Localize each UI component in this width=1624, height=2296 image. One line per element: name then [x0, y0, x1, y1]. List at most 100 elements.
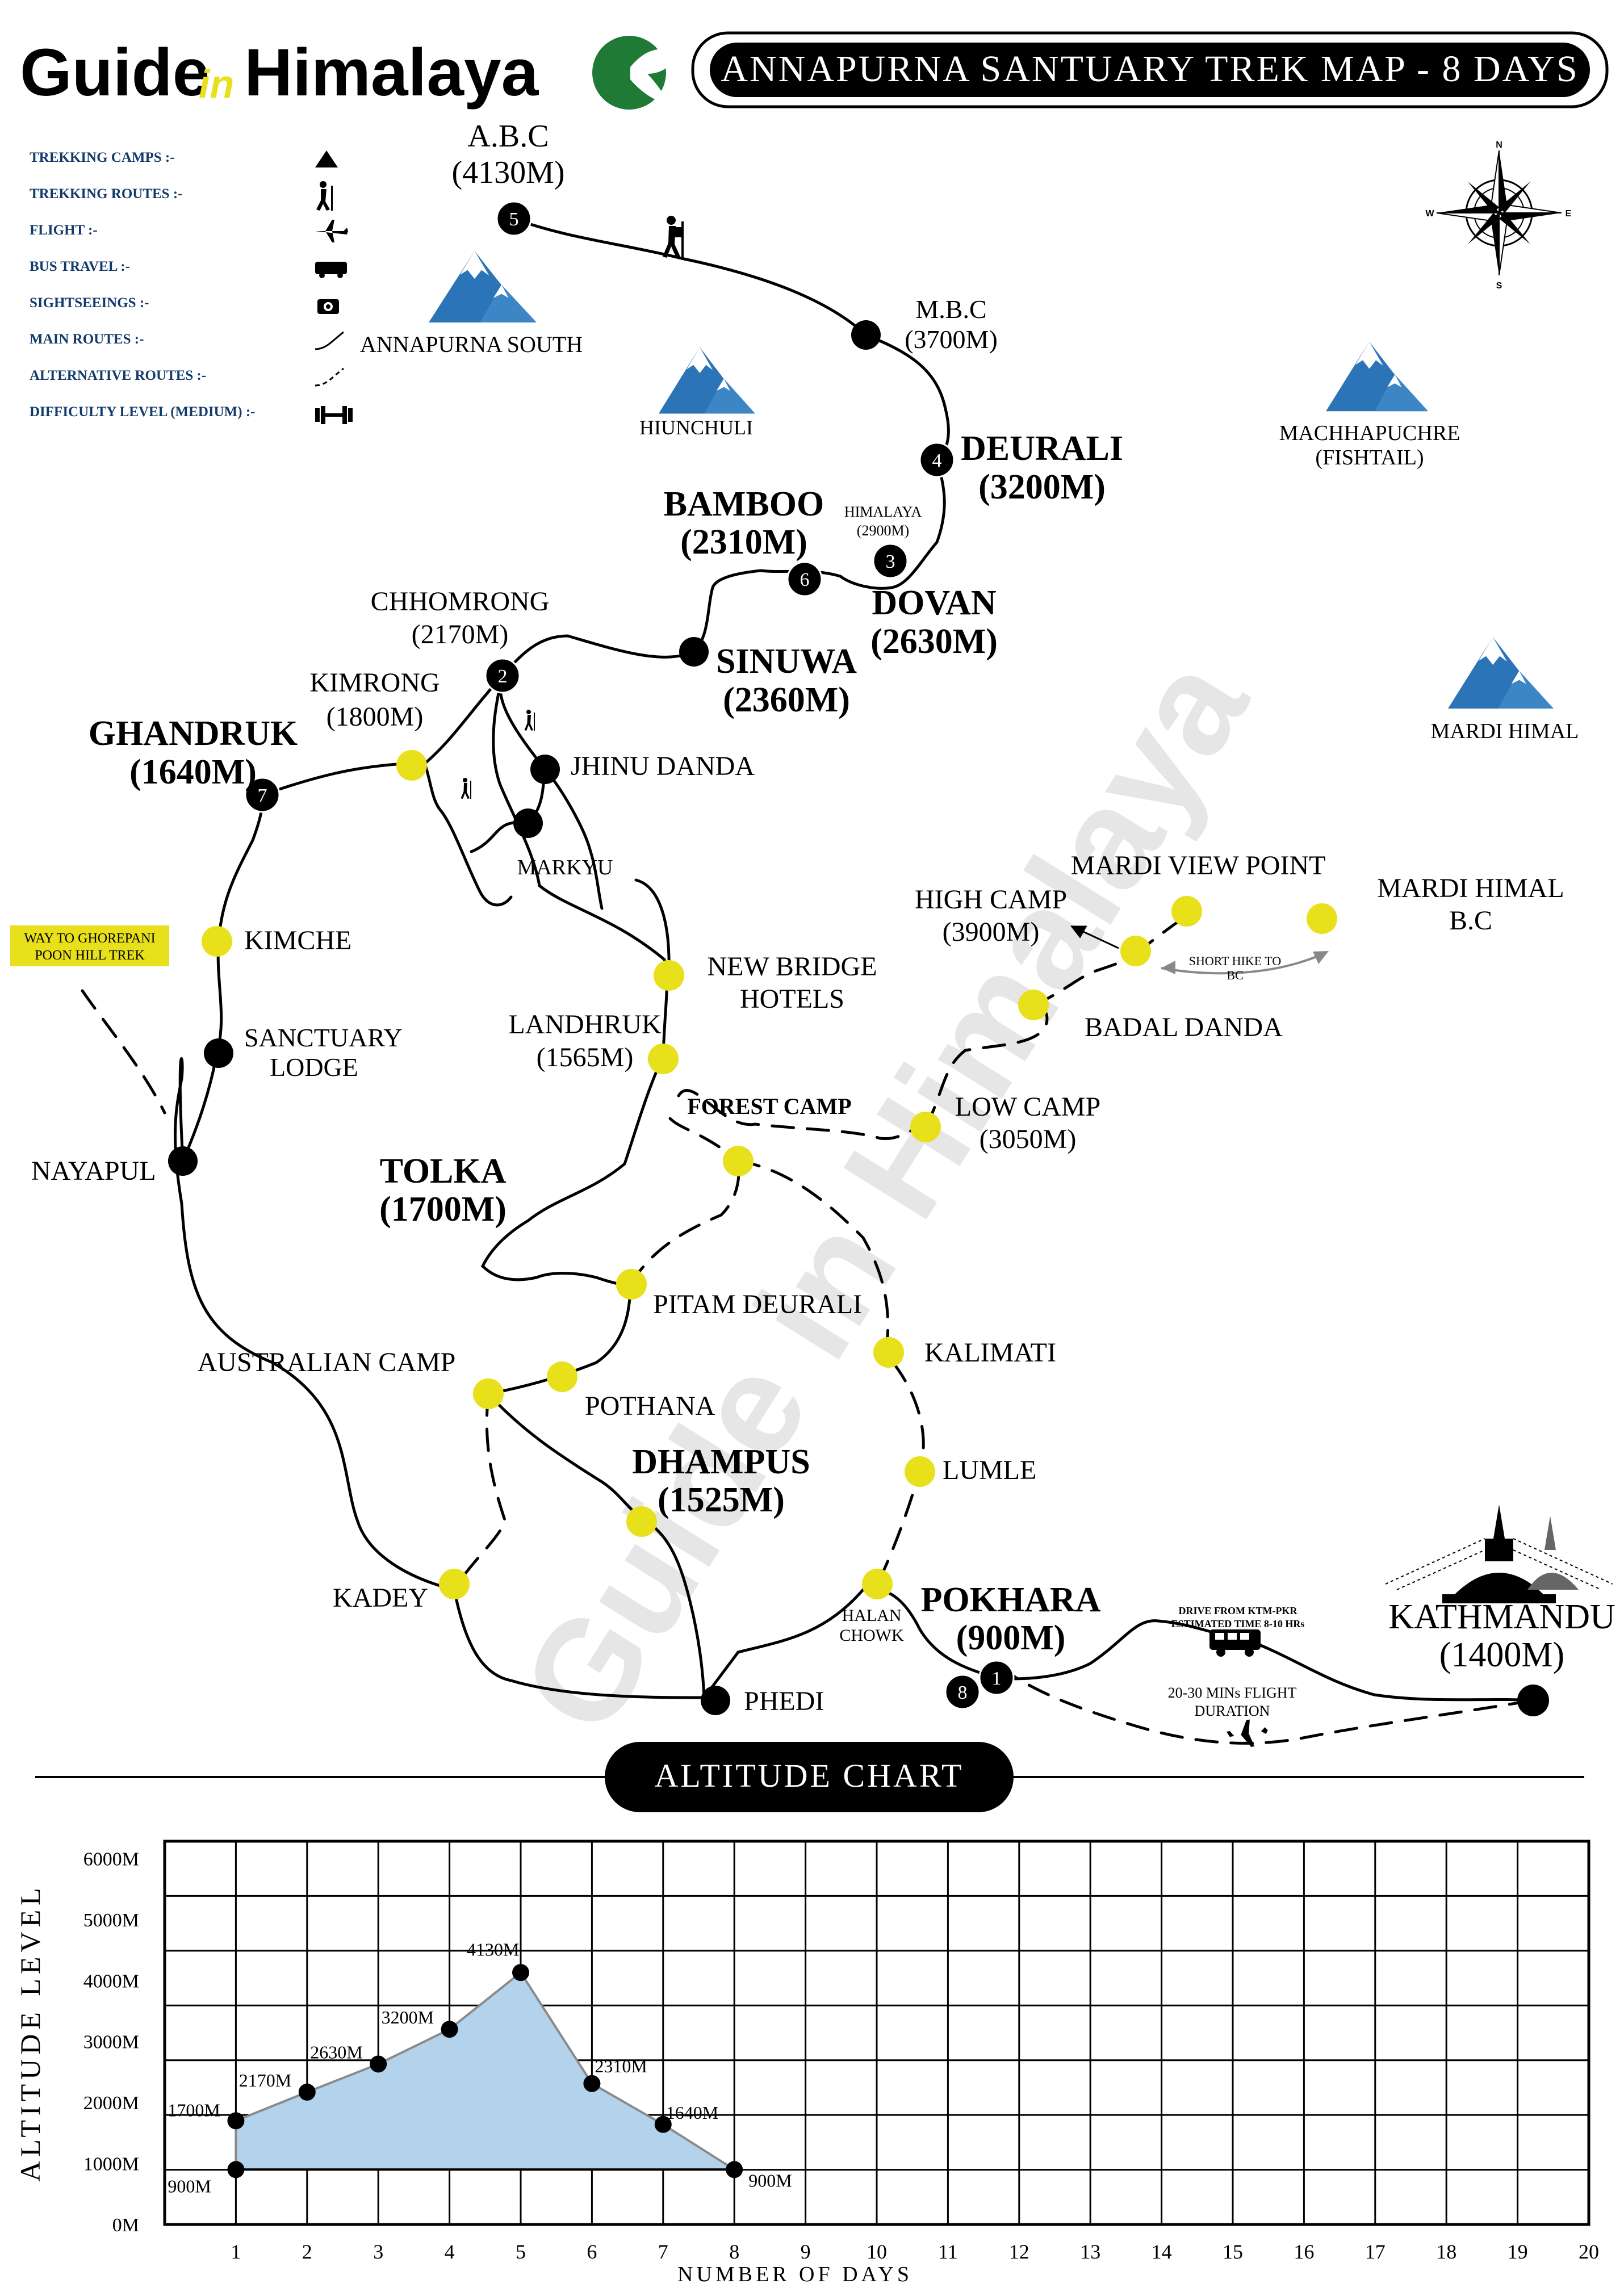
- label-himalaya-alt: (2900M): [857, 522, 909, 539]
- compass-n: N: [1496, 140, 1502, 150]
- chart-area: [235, 1971, 739, 2171]
- day-marker: 1: [978, 1660, 1015, 1696]
- label-poon-hill: POON HILL TREK: [35, 948, 145, 963]
- label-kimrong: KIMRONG: [309, 668, 440, 698]
- route-dhampus-phedi-pokhara-kathmandu: [640, 1517, 1535, 1702]
- airplane-icon: [1227, 1719, 1268, 1747]
- chart-point: [298, 2083, 316, 2101]
- camp-dot: [204, 1038, 233, 1068]
- label-australian-camp: AUSTRALIAN CAMP: [198, 1347, 456, 1377]
- yellow-camp-dot: [626, 1506, 657, 1537]
- legend-item: TREKKING CAMPS :-: [30, 150, 338, 167]
- chart-x-tick: 13: [1080, 2240, 1100, 2263]
- label-short-hike-bc: BC: [1227, 968, 1243, 982]
- chart-x-tick: 14: [1152, 2240, 1172, 2263]
- chart-y-tick: 2000M: [83, 2093, 139, 2114]
- short-hike-arrow: [1161, 951, 1329, 975]
- highcamp-arrow: [1070, 925, 1119, 949]
- chart-y-tick: 3000M: [83, 2032, 139, 2053]
- label-hiunchuli: HIUNCHULI: [639, 416, 753, 439]
- day-marker: 7: [244, 777, 281, 813]
- hiunchuli-mountain-icon: [659, 347, 755, 414]
- day-marker: 6: [786, 561, 823, 597]
- label-dhampus: DHAMPUS: [632, 1443, 810, 1481]
- legend-label: ALTERNATIVE ROUTES :-: [30, 368, 206, 383]
- label-chhomrong-alt: (2170M): [412, 619, 509, 650]
- place-labels: A.B.C (4130M) M.B.C (3700M) DEURALI (320…: [31, 119, 1615, 1719]
- compass-e: E: [1566, 209, 1572, 219]
- label-ghandruk: GHANDRUK: [89, 714, 298, 753]
- label-landhruk: LANDHRUK: [508, 1009, 662, 1040]
- chart-point: [726, 2161, 743, 2178]
- route-forest-lowcamp-dashed: [677, 1089, 927, 1141]
- label-badal-danda: BADAL DANDA: [1085, 1012, 1283, 1042]
- label-new-bridge: NEW BRIDGE: [707, 952, 877, 982]
- yellow-camp-dot: [723, 1146, 754, 1176]
- chart-point: [227, 2161, 245, 2178]
- day-marker: 8: [944, 1674, 981, 1710]
- camp-icon: [315, 150, 338, 167]
- yellow-camp-dot: [654, 960, 684, 991]
- label-himalaya: HIMALAYA: [844, 504, 922, 520]
- chart-point-label: 4130M: [467, 1939, 519, 1959]
- chart-y-tick: 6000M: [83, 1849, 139, 1870]
- yellow-camp-dot: [905, 1456, 935, 1487]
- label-kalimati: KALIMATI: [924, 1338, 1056, 1368]
- label-drive-time: ESTIMATED TIME 8-10 HRs: [1171, 1618, 1305, 1629]
- route-kadey-nayapul: [173, 1057, 456, 1591]
- chart-point-label: 2310M: [595, 2056, 647, 2076]
- label-dhampus-alt: (1525M): [658, 1481, 785, 1519]
- chart-point-label: 2170M: [239, 2070, 291, 2090]
- chart-x-tick: 4: [445, 2240, 455, 2263]
- label-tolka-alt: (1700M): [379, 1190, 507, 1229]
- legend-label: FLIGHT :-: [30, 223, 98, 238]
- route-landhruk-tolka-pitam: [480, 1054, 665, 1287]
- day-marker-label: 1: [992, 1668, 1002, 1689]
- legend-item: FLIGHT :-: [30, 220, 348, 242]
- label-pokhara-alt: (900M): [956, 1619, 1066, 1657]
- route-lowcamp-badal-dashed: [924, 1003, 1049, 1129]
- camp-dot: [851, 320, 881, 350]
- label-tolka: TOLKA: [380, 1152, 507, 1191]
- label-annapurna-south: ANNAPURNA SOUTH: [360, 332, 583, 357]
- yellow-camp-dot: [1018, 990, 1049, 1020]
- day-marker-label: 8: [958, 1682, 968, 1703]
- yellow-camp-dot: [547, 1361, 577, 1392]
- legend-item: MAIN ROUTES :-: [30, 331, 344, 350]
- chart-point-label: 900M: [748, 2170, 792, 2190]
- hiker-icon: [663, 216, 684, 258]
- dumbbell-icon: [315, 406, 353, 424]
- chart-x-tick: 6: [587, 2240, 597, 2263]
- chart-point: [654, 2115, 672, 2133]
- legend-item: SIGHTSEEINGS :-: [30, 295, 339, 314]
- yellow-camp-dot: [473, 1379, 504, 1409]
- camp-markers-black: [168, 320, 1549, 1716]
- label-ghandruk-alt: (1640M): [129, 753, 257, 791]
- day-marker-label: 7: [258, 785, 267, 806]
- chart-x-tick: 19: [1508, 2240, 1528, 2263]
- route-australian-dhampus: [487, 1392, 643, 1520]
- chart-point-label: 1700M: [168, 2100, 220, 2120]
- hiker-small-icon: [524, 710, 535, 731]
- label-halan-chowk: CHOWK: [839, 1626, 904, 1645]
- route-forest-kalimati-lumle-halan-dashed: [736, 1159, 925, 1586]
- chart-x-tick: 20: [1579, 2240, 1599, 2263]
- label-sanctuary-lodge: LODGE: [270, 1053, 358, 1082]
- label-landhruk-alt: (1565M): [537, 1042, 634, 1072]
- label-mardi-himal: MARDI HIMAL: [1431, 719, 1579, 743]
- label-kathmandu-alt: (1400M): [1439, 1636, 1564, 1674]
- label-pokhara: POKHARA: [921, 1581, 1101, 1619]
- label-deurali-alt: (3200M): [978, 468, 1106, 506]
- compass-rose-icon: N S E W: [1425, 140, 1571, 291]
- label-halan: HALAN: [842, 1606, 902, 1625]
- day-marker: 5: [496, 200, 532, 237]
- leaf-logo-icon: [592, 36, 679, 110]
- label-low-camp: LOW CAMP: [955, 1092, 1100, 1122]
- route-phedi-kadey: [453, 1588, 706, 1699]
- chart-x-tick: 1: [231, 2240, 241, 2263]
- brand-guide-text: Guide: [20, 35, 210, 110]
- legend: TREKKING CAMPS :-TREKKING ROUTES :-FLIGH…: [30, 150, 353, 424]
- label-chhomrong: CHHOMRONG: [371, 586, 550, 617]
- label-new-bridge-hotels: HOTELS: [740, 984, 844, 1014]
